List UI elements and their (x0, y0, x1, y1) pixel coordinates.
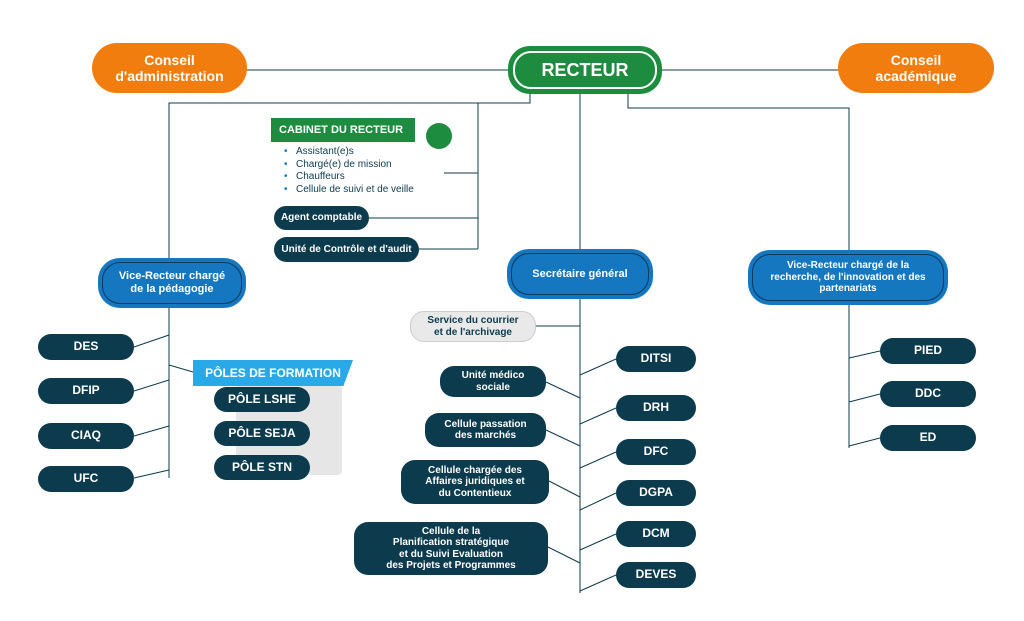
vr-recherche-line3: partenariats (819, 283, 877, 295)
unite-medico-node: Unité médico sociale (440, 366, 546, 397)
service-courrier-node: Service du courrier et de l'archivage (410, 311, 536, 342)
unit-ditsi: DITSI (616, 346, 696, 372)
conseil-academique-line2: académique (875, 68, 957, 84)
service-courrier-line1: Service du courrier (427, 315, 519, 326)
cabinet-list: • Assistant(e)s • Chargé(e) de mission • Ch… (282, 146, 414, 196)
cellule-planification-line1: Cellule de la (421, 525, 481, 537)
vr-recherche-label: Vice-Recteur chargé de la recherche, de … (752, 254, 944, 301)
unit-dcm: DCM (616, 521, 696, 547)
conseil-academique-line1: Conseil (890, 51, 942, 68)
pole-stn: PÔLE STN (214, 455, 310, 480)
cabinet-item: • Cellule de suivi et de veille (282, 184, 414, 197)
bullet-icon: • (284, 183, 288, 195)
conseil-administration-node: Conseil d'administration (92, 43, 247, 93)
unit-des: DES (38, 334, 134, 360)
recteur-node: RECTEUR (508, 46, 662, 94)
cellule-juridique-line3: du Contentieux (438, 487, 512, 499)
unit-ddc: DDC (880, 381, 976, 407)
cellule-planification-node: Cellule de la Planification stratégique … (354, 522, 548, 575)
cellule-juridique-node: Cellule chargée des Affaires juridiques … (401, 460, 549, 504)
vr-pedagogie-label: Vice-Recteur chargé de la pédagogie (102, 262, 242, 304)
cellule-planification-line3: et du Suivi Evaluation (399, 548, 503, 560)
vr-recherche-node: Vice-Recteur chargé de la recherche, de … (748, 250, 948, 305)
cabinet-item-label: Chauffeurs (296, 171, 345, 182)
unit-dfip: DFIP (38, 378, 134, 404)
cellule-juridique-line1: Cellule chargée des (428, 464, 522, 476)
bullet-icon: • (284, 146, 288, 157)
vr-pedagogie-line2: de la pédagogie (130, 283, 214, 295)
cellule-passation-line1: Cellule passation (444, 418, 527, 430)
unite-medico-line2: sociale (476, 381, 510, 393)
unite-controle-node: Unité de Contrôle et d'audit (274, 237, 419, 262)
unit-ciaq: CIAQ (38, 423, 134, 449)
secretaire-general-node: Secrétaire général (507, 249, 653, 299)
bullet-icon: • (284, 171, 288, 182)
pole-seja: PÔLE SEJA (214, 421, 310, 446)
cabinet-item: • Assistant(e)s (282, 146, 414, 159)
cabinet-title: CABINET DU RECTEUR (271, 118, 415, 142)
conseil-administration-line2: d'administration (115, 68, 224, 84)
cellule-planification-line2: Planification stratégique (392, 537, 510, 548)
unit-dgpa: DGPA (616, 480, 696, 506)
cabinet-item: • Chargé(e) de mission (282, 159, 414, 172)
poles-title: PÔLES DE FORMATION (193, 360, 353, 386)
vr-pedagogie-node: Vice-Recteur chargé de la pédagogie (98, 258, 246, 308)
conseil-academique-node: Conseil académique (838, 43, 994, 93)
cabinet-item-label: Chargé(e) de mission (296, 158, 392, 170)
conseil-administration-line1: Conseil (144, 51, 195, 68)
cabinet-item-label: Assistant(e)s (296, 146, 354, 157)
unit-deves: DEVES (616, 562, 696, 588)
recteur-label: RECTEUR (513, 51, 657, 89)
unit-drh: DRH (616, 395, 696, 421)
vr-pedagogie-line1: Vice-Recteur chargé (118, 270, 226, 283)
cellule-passation-line2: des marchés (454, 430, 517, 441)
secretaire-general-label: Secrétaire général (511, 253, 649, 295)
unit-pied: PIED (880, 338, 976, 364)
unite-medico-line1: Unité médico (461, 370, 525, 381)
cellule-juridique-line2: Affaires juridiques et (425, 476, 525, 488)
unit-ed: ED (880, 425, 976, 451)
agent-comptable-node: Agent comptable (274, 206, 369, 230)
cabinet-item-label: Cellule de suivi et de veille (296, 183, 414, 195)
pole-lshe: PÔLE LSHE (214, 387, 310, 412)
cellule-planification-line4: des Projets et Programmes (386, 560, 516, 571)
cabinet-dot (426, 123, 452, 149)
service-courrier-line2: et de l'archivage (434, 326, 512, 338)
unit-dfc: DFC (616, 439, 696, 465)
bullet-icon: • (284, 158, 288, 170)
unit-ufc: UFC (38, 466, 134, 492)
vr-recherche-line2: recherche, de l'innovation et des (770, 271, 926, 283)
cabinet-item: • Chauffeurs (282, 171, 414, 184)
vr-recherche-line1: Vice-Recteur chargé de la (786, 260, 910, 272)
cellule-passation-node: Cellule passation des marchés (425, 413, 546, 447)
